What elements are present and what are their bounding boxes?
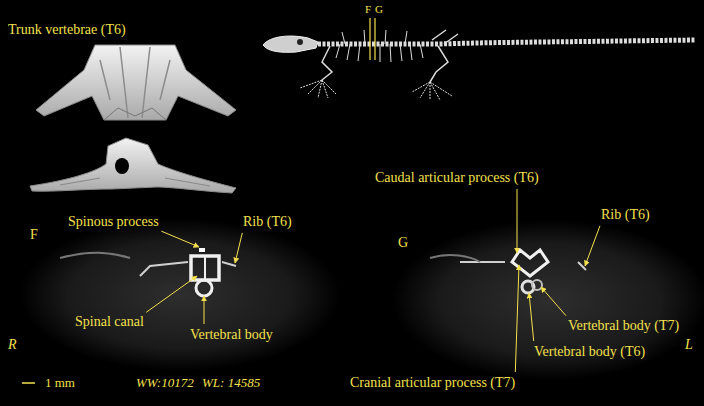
leader-arrow [515, 265, 519, 372]
leader-arrow [204, 296, 205, 324]
part-label: Spinous process [68, 214, 159, 230]
leader-arrow [585, 226, 600, 266]
section-line [374, 18, 375, 60]
section-letter: G [375, 1, 383, 17]
orientation-marker: R [8, 337, 17, 353]
part-label: Vertebral body (T7) [568, 318, 679, 334]
scale-text: 1 mm [45, 375, 75, 391]
ct-slice [392, 220, 704, 380]
vertebra-render [36, 45, 236, 120]
leader-arrow [517, 189, 518, 253]
part-label: Vertebral body (T6) [534, 344, 645, 360]
part-label: Cranial articular process (T7) [350, 375, 515, 391]
part-label: Caudal articular process (T6) [375, 170, 539, 186]
leader-arrow [235, 233, 242, 263]
part-label: Vertebral body [190, 327, 273, 343]
orientation-marker: L [685, 337, 693, 353]
panel-letter: F [30, 227, 38, 243]
leader-arrow [541, 287, 566, 316]
leader-arrow [529, 293, 534, 341]
part-label: Rib (T6) [601, 207, 650, 223]
window-text: WL: 14585 [202, 375, 260, 391]
panel-letter: G [398, 235, 408, 251]
leader-arrow [146, 276, 197, 312]
vertebra-render [30, 138, 236, 193]
part-label: Rib (T6) [243, 214, 292, 230]
window-text: WW:10172 [136, 375, 194, 391]
figure-title: Trunk vertebrae (T6) [8, 22, 126, 38]
scale-bar [22, 382, 35, 384]
section-line [369, 18, 370, 60]
ct-slice [20, 219, 340, 371]
skeleton-render [263, 30, 695, 100]
section-letter: F [365, 1, 371, 17]
part-label: Spinal canal [75, 314, 144, 330]
leader-arrow [161, 231, 199, 247]
